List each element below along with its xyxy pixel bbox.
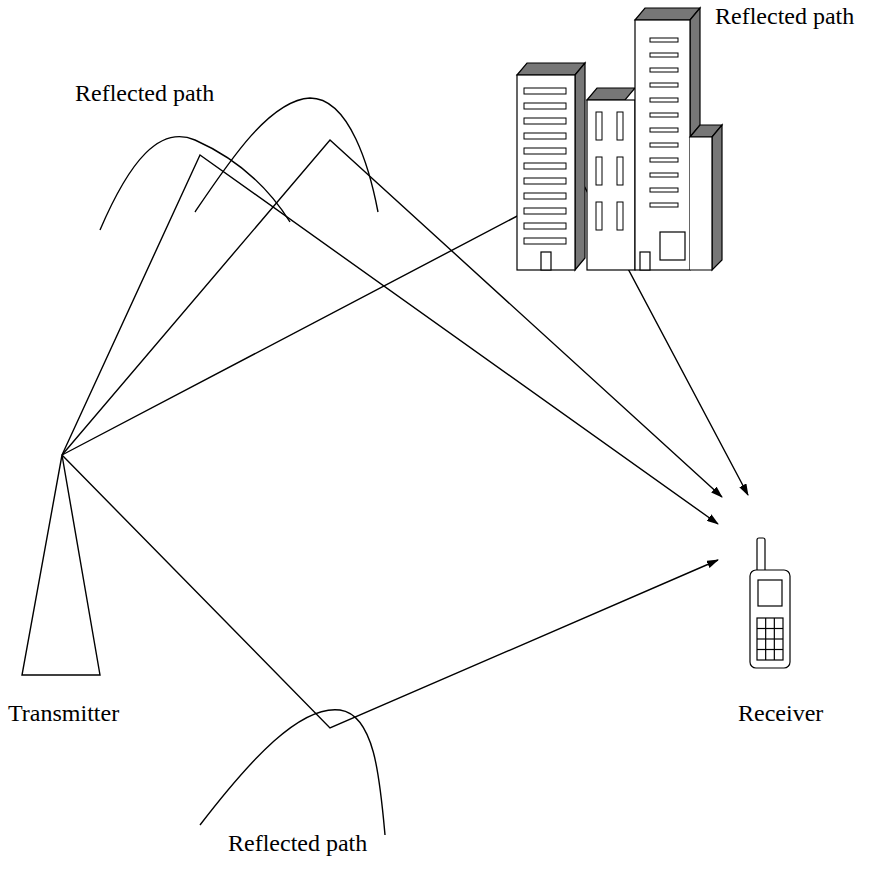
window <box>650 143 678 147</box>
reflector-curve <box>200 710 385 835</box>
window <box>650 173 678 177</box>
window <box>596 157 602 185</box>
window <box>596 112 602 140</box>
window <box>650 158 678 162</box>
window <box>650 53 678 57</box>
window <box>524 223 566 229</box>
path-label: Reflected path <box>228 830 367 856</box>
window <box>524 118 566 124</box>
window <box>650 113 678 117</box>
window <box>650 188 678 192</box>
reflector-curve <box>195 98 378 212</box>
window <box>650 83 678 87</box>
window <box>596 202 602 230</box>
signal-path <box>62 455 718 728</box>
window <box>524 88 566 94</box>
window <box>617 112 623 140</box>
path-label: Receiver <box>738 700 823 726</box>
transmitter-antenna <box>22 455 100 675</box>
reflector-curve <box>100 137 290 230</box>
receiver-phone <box>750 538 790 668</box>
window <box>524 238 566 244</box>
window <box>524 208 566 214</box>
window <box>524 148 566 154</box>
window <box>524 193 566 199</box>
keypad-line <box>757 649 783 650</box>
window <box>524 103 566 109</box>
window <box>524 178 566 184</box>
buildings <box>517 8 722 270</box>
path-label: Transmitter <box>8 700 119 726</box>
window <box>650 98 678 102</box>
keypad-line <box>757 628 783 629</box>
window <box>650 38 678 42</box>
window <box>524 163 566 169</box>
path-label: Reflected path <box>75 80 214 106</box>
window <box>650 203 678 207</box>
window <box>617 157 623 185</box>
keypad-line <box>757 638 783 639</box>
window <box>650 128 678 132</box>
window <box>524 133 566 139</box>
path-label: Reflected path <box>715 3 854 29</box>
window <box>650 68 678 72</box>
window <box>617 202 623 230</box>
